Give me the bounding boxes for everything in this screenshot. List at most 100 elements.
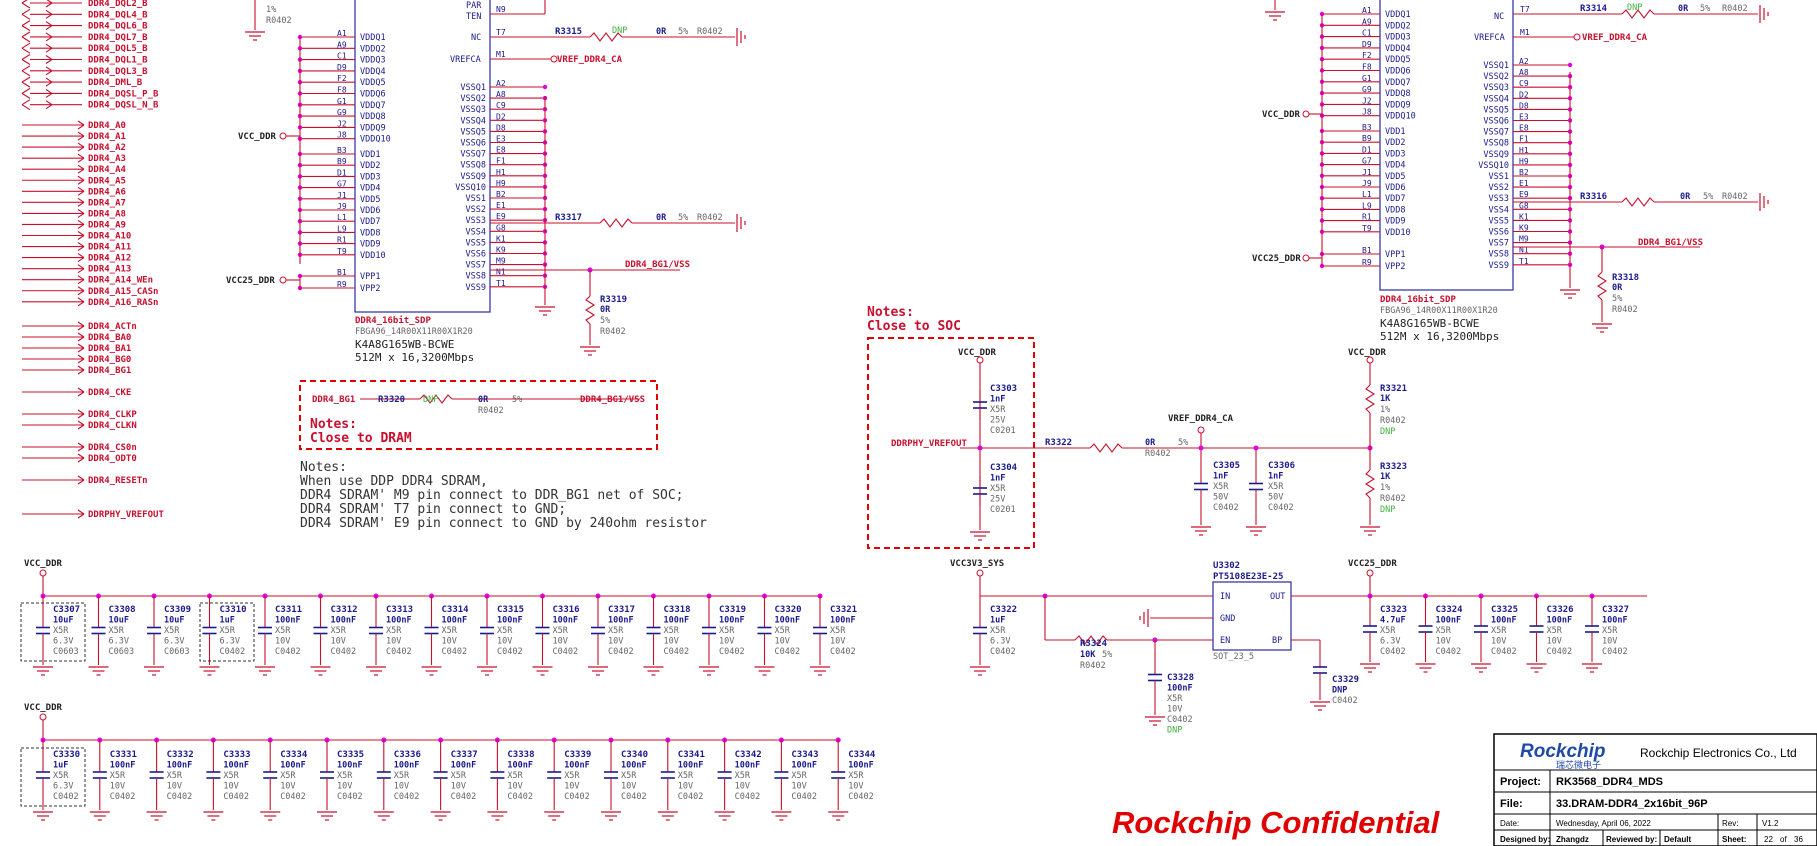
- r3315-dnp: DNP: [612, 26, 627, 36]
- designer-value: Zhangdz: [1556, 835, 1589, 844]
- cap-package: C0402: [507, 792, 533, 802]
- chip1-left-pin-name: VDD10: [360, 251, 386, 261]
- cap-dielectric: X5R: [1213, 482, 1229, 492]
- cap-ref: C3306: [1268, 461, 1295, 471]
- cap-ref: C3307: [53, 605, 80, 615]
- cap-voltage: 10V: [719, 637, 734, 647]
- chip2-left-pin-name: VDDQ10: [1385, 112, 1416, 122]
- soc-note-line: Close to SOC: [867, 319, 961, 334]
- date-value: Wednesday, April 06, 2022: [1556, 819, 1651, 828]
- cap-package: C0402: [1491, 647, 1517, 657]
- left-net-label: DDR4_A11: [88, 243, 131, 253]
- r3318-pkg: R0402: [1612, 305, 1638, 315]
- chip2-left-pin-name: VDDQ7: [1385, 78, 1411, 88]
- r3322-ref: R3322: [1045, 438, 1072, 448]
- file-value: 33.DRAM-DDR4_2x16bit_96P: [1556, 798, 1708, 810]
- cap-value: 100nF: [442, 616, 468, 626]
- chip1-vref-net: VREF_DDR4_CA: [557, 55, 623, 65]
- r3323-pkg: R0402: [1380, 494, 1406, 504]
- date-label: Date:: [1500, 819, 1519, 828]
- left-net-label: DDR4_A12: [88, 254, 131, 264]
- chip2-right-pin: H1: [1519, 146, 1529, 155]
- chip2-left-pin: J1: [1362, 168, 1372, 177]
- cap-voltage: 6.3V: [990, 637, 1010, 647]
- cap-dielectric: X5R: [53, 626, 69, 636]
- sheet-total: 36: [1794, 835, 1803, 844]
- r3316-ref: R3316: [1580, 192, 1607, 202]
- chip2-right-pin: E1: [1519, 179, 1529, 188]
- chip1-left-pin: A9: [337, 40, 347, 49]
- ldo-body: [1212, 581, 1292, 651]
- chip1-left-pin: J8: [337, 131, 347, 140]
- cap-package: C0402: [553, 647, 579, 657]
- chip1-right-pin: E1: [496, 201, 506, 210]
- cap-value: 100nF: [719, 616, 745, 626]
- r3314-ref: R3314: [1580, 4, 1608, 14]
- r3320-val: 0R: [478, 395, 489, 405]
- cap-package: C0402: [775, 647, 801, 657]
- r3321-tol: 1%: [1380, 405, 1390, 415]
- cap-dielectric: X5R: [678, 771, 694, 781]
- r3324-ref: R3324: [1080, 639, 1108, 649]
- cap-ref: C3317: [608, 605, 635, 615]
- cap-dielectric: X5R: [167, 771, 183, 781]
- cap-dielectric: X5R: [1380, 626, 1396, 636]
- chip2-right-pin: G8: [1519, 201, 1529, 210]
- cap-value: 100nF: [664, 616, 690, 626]
- chip1-right-pin: H1: [496, 168, 506, 177]
- cap-ref: C3330: [53, 750, 80, 760]
- soc-vcc-ddr: VCC_DDR: [958, 348, 997, 358]
- r3324-val: 10K: [1080, 650, 1096, 660]
- left-net-label: DDR4_DQSL_P_B: [88, 89, 159, 99]
- r3317-val: 0R: [656, 213, 667, 223]
- soc-vref-ca: VREF_DDR4_CA: [1168, 414, 1234, 424]
- left-net-label: DDR4_A16_RASn: [88, 298, 158, 308]
- cap-package: C0402: [220, 647, 246, 657]
- chip1-top-pkg: R0402: [266, 16, 292, 26]
- chip2-t7-pin: T7: [1520, 5, 1530, 14]
- chip1-right-pin-name: VSSQ2: [460, 94, 486, 104]
- chip2-right-pin-name: VSS6: [1489, 228, 1509, 238]
- cap-value: 100nF: [791, 761, 817, 771]
- cap-ref: C3321: [830, 605, 857, 615]
- chip2-left-pin: F2: [1362, 51, 1372, 60]
- chip1-n9-pin: N9: [496, 5, 506, 14]
- chip2-body: [1379, 0, 1514, 291]
- cap-dielectric: X5R: [735, 771, 751, 781]
- chip1-right-pin-name: VSS5: [466, 238, 486, 248]
- chip2-right-pin: E9: [1519, 190, 1529, 199]
- left-net-label: DDR4_BG0: [88, 355, 131, 365]
- cap-package: C0402: [719, 647, 745, 657]
- left-net-label: DDR4_ODT0: [88, 454, 137, 464]
- cap-value: 100nF: [386, 616, 412, 626]
- cap-voltage: 10V: [848, 782, 863, 792]
- chip1-left-pin-name: VDDQ6: [360, 90, 386, 100]
- r3319-net: DDR4_BG1/VSS: [625, 260, 690, 270]
- chip2-right-pin-name: VSSQ5: [1483, 105, 1509, 115]
- cap-package: C0402: [564, 792, 590, 802]
- chip2-right-pin-name: VSS3: [1489, 194, 1509, 204]
- cap-ref: C3343: [791, 750, 818, 760]
- cap-voltage: 6.3V: [164, 637, 184, 647]
- ddp-note-title: Notes:: [300, 460, 347, 475]
- cap-dielectric: X5R: [110, 771, 126, 781]
- cap-ref: C3320: [775, 605, 802, 615]
- r3314-dnp: DNP: [1627, 3, 1642, 13]
- chip2-left-pin-name: VDD7: [1385, 194, 1405, 204]
- r3314-pkg: R0402: [1722, 4, 1748, 14]
- chip2-vrefca-label: VREFCA: [1474, 33, 1505, 43]
- r3314-tol: 5%: [1700, 4, 1710, 14]
- chip1-left-pin-name: VDD4: [360, 184, 380, 194]
- chip1-left-pin: F8: [337, 86, 347, 95]
- cap-package: C0402: [337, 792, 363, 802]
- cap-package: C0603: [164, 647, 190, 657]
- chip1-left-pin-name: VDD9: [360, 240, 380, 250]
- chip2-vpp-label: VCC25_DDR: [1252, 254, 1301, 264]
- cap-package: C0402: [608, 647, 634, 657]
- r3315-ref: R3315: [555, 27, 582, 37]
- chip2-left-pin: B9: [1362, 134, 1372, 143]
- cap-dielectric: X5R: [280, 771, 296, 781]
- cap-ref: C3314: [442, 605, 470, 615]
- chip1-right-pin: T1: [496, 279, 506, 288]
